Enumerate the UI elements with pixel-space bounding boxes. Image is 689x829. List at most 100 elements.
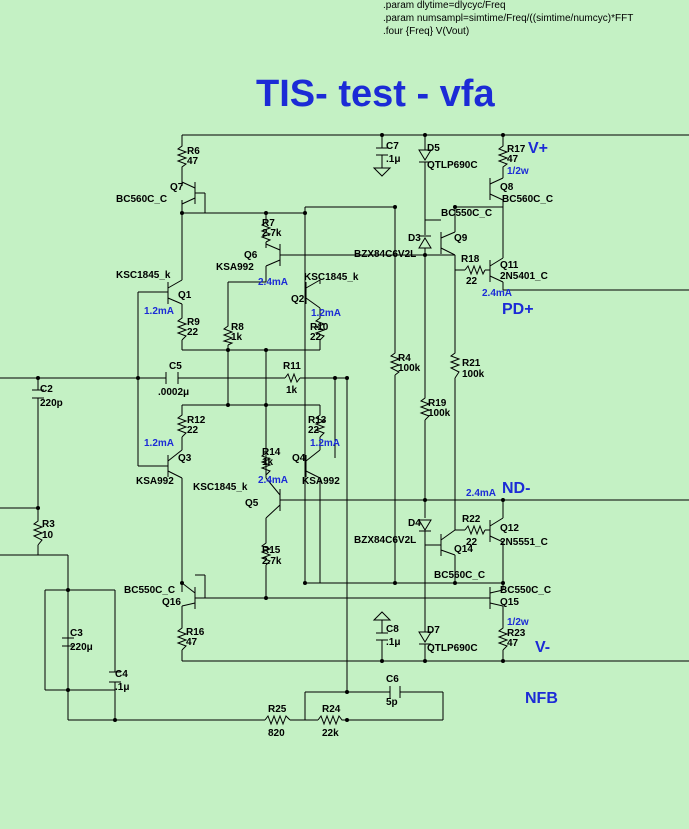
junction-dots (36, 133, 505, 722)
label-r24-ref: R24 (322, 704, 341, 715)
label-r9-val: 22 (187, 327, 199, 338)
label-d4-val: BZX84C6V2L (354, 535, 416, 546)
label-r8-val: 1k (231, 332, 243, 343)
label-r12-val: 22 (187, 425, 199, 436)
label-r17-val: 47 (507, 154, 519, 165)
label-r25-ref: R25 (268, 704, 287, 715)
wires (0, 134, 689, 721)
label-q15-ref: Q15 (500, 597, 519, 608)
label-q2-ref: Q2 (291, 294, 305, 305)
label-q14-val: BC560C_C (434, 570, 485, 581)
label-q6-ref: Q6 (244, 250, 258, 261)
label-q8-ref: Q8 (500, 182, 514, 193)
label-r21-ref: R21 (462, 358, 481, 369)
label-q5-ref: Q5 (245, 498, 259, 509)
directive-1: .param dlytime=dlycyc/Freq (383, 0, 506, 11)
annotation-r17-power: 1/2w (507, 166, 529, 177)
label-r23-val: 47 (507, 638, 519, 649)
label-r16-ref: R16 (186, 627, 205, 638)
label-q1-val: KSC1845_k (116, 270, 171, 281)
label-r18-val: 22 (466, 276, 478, 287)
annotation-q6-current: 2.4mA (258, 277, 288, 288)
label-q7-ref: Q7 (170, 182, 184, 193)
label-q5-val: KSC1845_k (193, 482, 248, 493)
label-q7-val: BC560C_C (116, 194, 167, 205)
diodes (418, 149, 432, 645)
label-r17-ref: R17 (507, 144, 526, 155)
annotation-q4-current: 1.2mA (310, 438, 340, 449)
label-q3-ref: Q3 (178, 453, 192, 464)
label-q11-ref: Q11 (500, 260, 519, 271)
label-q15-val: BC550C_C (500, 585, 551, 596)
label-d5-ref: D5 (427, 143, 440, 154)
label-r16-val: 47 (186, 637, 198, 648)
label-q12-val: 2N5551_C (500, 537, 548, 548)
label-r21-val: 100k (462, 369, 485, 380)
component-labels: R6 47 Q7 BC560C_C R7 2.7k Q6 KSA992 Q1 K… (40, 141, 553, 739)
label-d7-val: QTLP690C (427, 643, 478, 654)
label-q9-ref: Q9 (454, 233, 468, 244)
annotation-q3-current: 1.2mA (144, 438, 174, 449)
net-label-pdplus: PD+ (502, 301, 534, 318)
label-c2-val: 220p (40, 398, 63, 409)
label-q4-val: KSA992 (302, 476, 340, 487)
label-r19-val: 100k (428, 408, 451, 419)
ground-symbols (372, 167, 392, 621)
label-r23-ref: R23 (507, 628, 526, 639)
net-label-ndminus: ND- (502, 480, 530, 497)
label-c5-val: .0002μ (158, 387, 189, 398)
label-r3-ref: R3 (42, 519, 55, 530)
annotation-q2-current: 1.2mA (311, 308, 341, 319)
label-q3-val: KSA992 (136, 476, 174, 487)
annotation-q5-current: 2.4mA (258, 475, 288, 486)
label-r24-val: 22k (322, 728, 339, 739)
label-r18-ref: R18 (461, 254, 480, 265)
label-q16-val: BC550C_C (124, 585, 175, 596)
label-r15-val: 2.7k (262, 556, 282, 567)
label-c7-val: .1μ (386, 154, 400, 165)
label-r4-ref: R4 (398, 353, 411, 364)
directive-2: .param numsampl=simtime/Freq/((simtime/n… (383, 13, 633, 24)
net-label-nfb: NFB (525, 690, 558, 707)
label-r13-val: 22 (308, 425, 320, 436)
label-q2-val: KSC1845_k (304, 272, 359, 283)
label-r3-val: 10 (42, 530, 54, 541)
label-q8-val: BC560C_C (502, 194, 553, 205)
resistors (32, 143, 509, 726)
label-r6-val: 47 (187, 156, 199, 167)
label-q9-val: BC550C_C (441, 208, 492, 219)
label-c6-ref: C6 (386, 674, 399, 685)
label-q12-ref: Q12 (500, 523, 519, 534)
label-d5-val: QTLP690C (427, 160, 478, 171)
label-c7-ref: C7 (386, 141, 399, 152)
net-labels: V+ PD+ ND- V- NFB (502, 140, 558, 707)
label-r11-ref: R11 (283, 361, 301, 372)
label-q11-val: 2N5401_C (500, 271, 548, 282)
label-r12-ref: R12 (187, 415, 206, 426)
label-d3-ref: D3 (408, 233, 421, 244)
label-c4-ref: C4 (115, 669, 128, 680)
label-r8-ref: R8 (231, 322, 244, 333)
label-q6-val: KSA992 (216, 262, 254, 273)
annotation-q11-current: 2.4mA (482, 288, 512, 299)
label-r10-ref: R10 (310, 322, 329, 333)
label-q4-ref: Q4 (292, 453, 306, 464)
directive-3: .four {Freq} V(Vout) (383, 26, 469, 37)
label-c3-ref: C3 (70, 628, 83, 639)
label-c6-val: 5p (386, 697, 398, 708)
capacitors (32, 147, 401, 698)
label-c4-val: .1μ (115, 682, 129, 693)
label-d4-ref: D4 (408, 518, 421, 529)
label-q14-ref: Q14 (454, 544, 473, 555)
label-r22-val: 22 (466, 537, 478, 548)
label-r22-ref: R22 (462, 514, 481, 525)
label-c5-ref: C5 (169, 361, 182, 372)
label-r4-val: 100k (398, 363, 421, 374)
label-r25-val: 820 (268, 728, 285, 739)
label-r6-ref: R6 (187, 146, 200, 157)
label-r7-val: 2.7k (262, 228, 282, 239)
label-r15-ref: R15 (262, 545, 281, 556)
label-r14-ref: R14 (262, 447, 281, 458)
label-r9-ref: R9 (187, 317, 200, 328)
label-d3-val: BZX84C6V2L (354, 249, 416, 260)
